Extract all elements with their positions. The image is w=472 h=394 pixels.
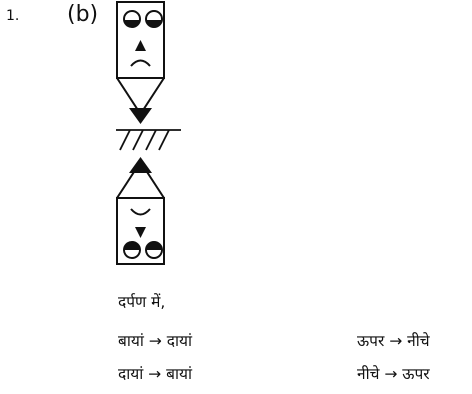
nose-triangle (135, 40, 146, 51)
rule-right-to-left: दायां → बायां (118, 362, 192, 384)
rule-left-to-right: बायां → दायां (118, 329, 192, 351)
pencil-lead (129, 157, 152, 173)
pencil-image (117, 157, 164, 264)
pupil-right (147, 20, 162, 28)
pencil-object (117, 2, 164, 124)
rule-down-to-up: नीचे → ऊपर (357, 362, 430, 384)
nose-triangle (135, 227, 146, 238)
mouth-smile (131, 209, 150, 215)
pupil-left (125, 20, 140, 28)
rule-up-to-down: ऊपर → नीचे (357, 329, 430, 351)
explanation-heading: दर्पण में, (118, 290, 165, 312)
mirror-surface (116, 130, 181, 150)
mouth-frown (131, 61, 150, 67)
pencil-lead (129, 108, 152, 124)
